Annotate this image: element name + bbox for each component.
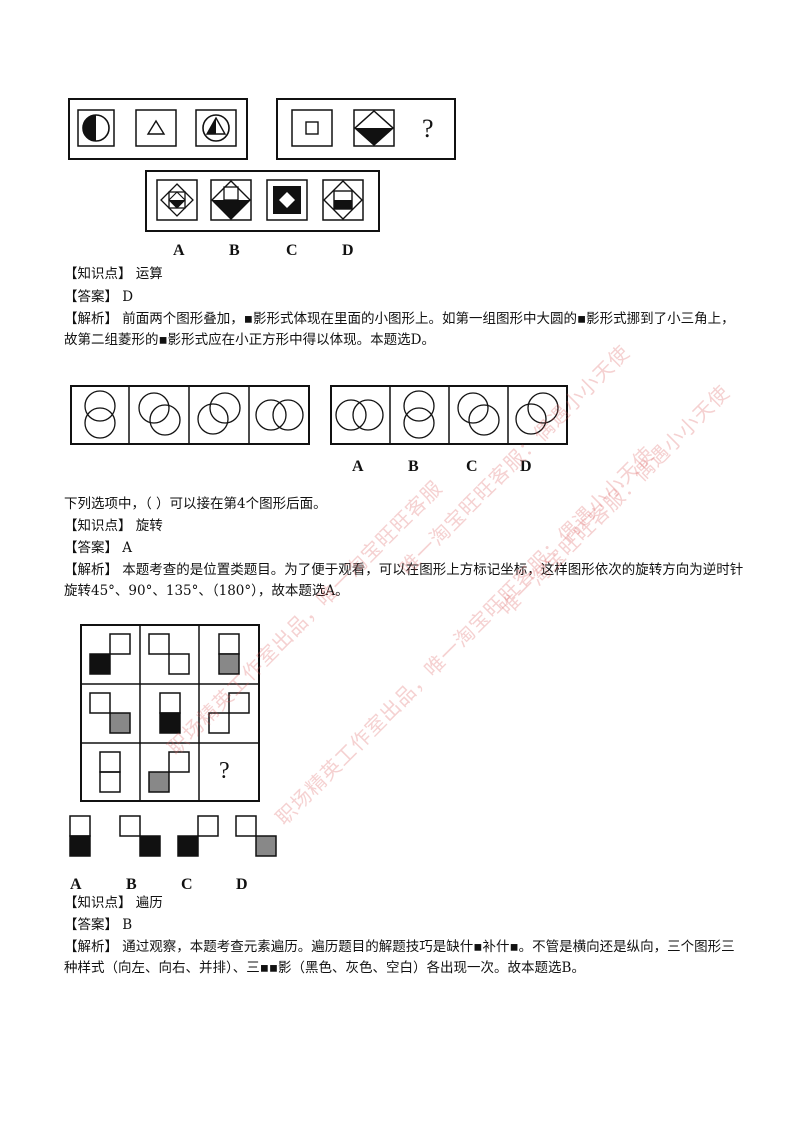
q1-figure-group-1: [68, 98, 248, 160]
q1-fig1-half-black-circle: [77, 109, 115, 147]
q2-option-a-label[interactable]: A: [352, 458, 364, 475]
q2-seq-fig3-diagonal-circles: [197, 392, 241, 435]
q3-options-figures: [69, 815, 277, 857]
q3-grid-3x3: [80, 624, 260, 802]
q2-seq-fig1-vertical-circles: [84, 390, 116, 439]
q3-cell-r2c2: [159, 692, 181, 734]
q2-option-a-figure[interactable]: [335, 399, 384, 431]
watermark-1: 唯一淘宝旺旺客服：偶遇小小天使: [394, 340, 635, 580]
q1-option-c-label[interactable]: C: [286, 242, 298, 259]
q3-cell-r1c1: [89, 633, 131, 675]
q3-analysis-line-1: 【解析】 通过观察，本题考查元素遍历。遍历题目的解题技巧是缺什▪补什▪。不管是横…: [64, 939, 735, 955]
q3-option-c-figure[interactable]: [177, 815, 219, 857]
q3-option-c-label[interactable]: C: [181, 876, 193, 893]
q1-figure-group-2: [276, 98, 456, 160]
q1-fig2-small-triangle: [135, 109, 177, 147]
q1-option-a-figure[interactable]: [156, 179, 198, 221]
q3-option-a-figure[interactable]: [69, 815, 91, 857]
q2-answer: 【答案】 A: [64, 540, 133, 556]
q2-option-c-label[interactable]: C: [466, 458, 478, 475]
q3-answer: 【答案】 B: [64, 917, 133, 933]
q1-options-panel: [145, 170, 380, 232]
watermark-4: 职场精英工作室出品，唯一淘宝旺旺客服: [162, 475, 448, 760]
q2-sequence-figures: [70, 385, 310, 445]
q2-knowledge-point: 【知识点】 旋转: [64, 518, 163, 534]
q3-option-d-label[interactable]: D: [236, 876, 248, 893]
q2-option-c-figure[interactable]: [457, 392, 500, 436]
q1-fig5-half-black-diamond: [353, 109, 395, 147]
q1-knowledge-point: 【知识点】 运算: [64, 266, 163, 282]
q3-option-b-label[interactable]: B: [126, 876, 137, 893]
q2-option-b-label[interactable]: B: [408, 458, 419, 475]
q1-option-d-label[interactable]: D: [342, 242, 354, 259]
q2-seq-fig4-horizontal-circles: [255, 399, 304, 431]
q1-question-mark: ?: [422, 114, 434, 143]
q3-cell-r2c3: [208, 692, 250, 734]
q1-option-b-figure[interactable]: [210, 179, 252, 221]
q3-question-mark: ?: [219, 758, 230, 784]
q3-cell-r1c2: [148, 633, 190, 675]
q3-option-d-figure[interactable]: [235, 815, 277, 857]
q3-cell-r1c3: [218, 633, 240, 675]
q1-option-d-figure[interactable]: [322, 179, 364, 221]
q2-analysis-line-2: 旋转45°、90°、135°、（180°），故本题选A。: [64, 583, 349, 599]
q3-cell-r2c1: [89, 692, 131, 734]
q1-fig3-circle-with-half-black-triangle: [195, 109, 237, 147]
q2-options-figures: [330, 385, 568, 445]
q1-answer: 【答案】 D: [64, 289, 134, 305]
q3-cell-r3c1: [99, 751, 121, 793]
q1-option-c-figure[interactable]: [266, 179, 308, 221]
q2-option-d-figure[interactable]: [515, 392, 559, 435]
q2-option-d-label[interactable]: D: [520, 458, 532, 475]
q1-analysis-line-2: 故第二组菱形的▪影形式应在小正方形中得以体现。本题选D。: [64, 332, 435, 348]
q3-analysis-line-2: 种样式（向左、向右、并排）、三▪▪影（黑色、灰色、空白）各出现一次。故本题选B。: [64, 960, 585, 976]
q3-option-a-label[interactable]: A: [70, 876, 82, 893]
q1-option-b-label[interactable]: B: [229, 242, 240, 259]
q2-question-stem: 下列选项中，（ ）可以接在第4个图形后面。: [64, 496, 327, 512]
q2-option-b-figure[interactable]: [403, 390, 435, 439]
q1-option-a-label[interactable]: A: [173, 242, 185, 259]
q1-analysis-line-1: 【解析】 前面两个图形叠加，▪影形式体现在里面的小图形上。如第一组图形中大圆的▪…: [64, 311, 735, 327]
q1-fig4-small-square: [291, 109, 333, 147]
q3-knowledge-point: 【知识点】 遍历: [64, 895, 163, 911]
q2-analysis-line-1: 【解析】 本题考查的是位置类题目。为了便于观看，可以在图形上方标记坐标，这样图形…: [64, 562, 744, 578]
q2-seq-fig2-diagonal-circles: [138, 392, 181, 436]
q3-cell-r3c2: [148, 751, 190, 793]
q3-option-b-figure[interactable]: [119, 815, 161, 857]
